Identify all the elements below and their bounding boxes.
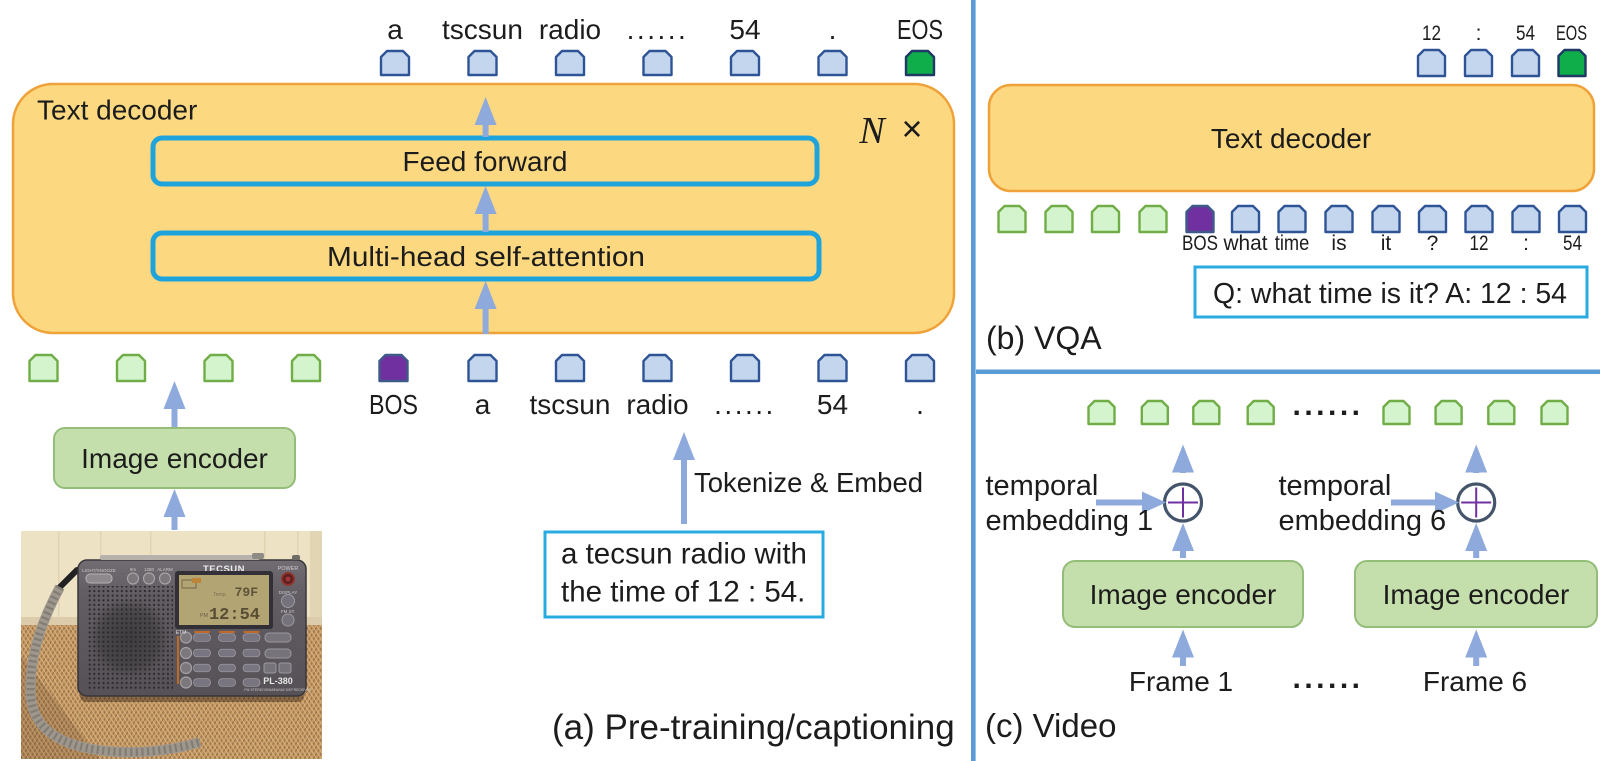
svg-text:a tecsun radio with: a tecsun radio with	[561, 538, 807, 571]
svg-text:12: 12	[1422, 22, 1441, 45]
svg-text:EOS: EOS	[1556, 22, 1587, 45]
svg-text:time: time	[1275, 232, 1310, 255]
svg-text:a: a	[475, 389, 491, 420]
svg-text:?: ?	[1427, 232, 1439, 255]
svg-text:is: is	[1331, 232, 1346, 255]
svg-text:POWER: POWER	[278, 566, 299, 572]
svg-text:DISPLAY: DISPLAY	[279, 590, 298, 595]
svg-text:TECSUN: TECSUN	[203, 564, 245, 575]
svg-text:PM: PM	[200, 613, 209, 619]
svg-text:temporal: temporal	[986, 470, 1099, 502]
svg-text:Image encoder: Image encoder	[1383, 579, 1570, 610]
svg-text:54: 54	[729, 14, 760, 45]
svg-text:54: 54	[817, 389, 848, 420]
svg-text:9m: 9m	[130, 567, 137, 572]
svg-text:BOS: BOS	[1182, 232, 1218, 255]
svg-text:......: ......	[1292, 662, 1363, 695]
svg-text:54: 54	[1563, 232, 1582, 255]
svg-text:EOS: EOS	[897, 14, 943, 45]
svg-text:temporal: temporal	[1279, 470, 1392, 502]
svg-text:radio: radio	[626, 389, 688, 420]
svg-text:the time of 12 : 54.: the time of 12 : 54.	[561, 576, 805, 609]
svg-text:PL-380: PL-380	[263, 676, 293, 686]
svg-text:it: it	[1381, 232, 1392, 255]
svg-text:ETM: ETM	[176, 630, 187, 636]
svg-text:Image encoder: Image encoder	[81, 443, 268, 474]
svg-text:......: ......	[1292, 389, 1363, 422]
svg-text:12: 12	[1470, 232, 1489, 255]
svg-text::: :	[1523, 232, 1529, 255]
svg-text:Text decoder: Text decoder	[1211, 123, 1371, 154]
svg-text:Multi-head self-attention: Multi-head self-attention	[327, 241, 645, 272]
svg-text:N: N	[858, 110, 887, 152]
svg-text:what: what	[1223, 232, 1268, 255]
svg-text:Temp.: Temp.	[213, 592, 227, 598]
svg-text:(c) Video: (c) Video	[985, 707, 1116, 744]
svg-text:FM ST.: FM ST.	[281, 609, 295, 614]
svg-text:79F: 79F	[235, 585, 259, 600]
svg-text::: :	[1476, 22, 1482, 45]
svg-text:1280: 1280	[144, 567, 155, 572]
svg-text:54: 54	[1516, 22, 1535, 45]
svg-text:......: ......	[714, 389, 776, 420]
svg-text:(a) Pre-training/captioning: (a) Pre-training/captioning	[552, 708, 955, 747]
svg-text:tscsun: tscsun	[442, 14, 523, 45]
svg-text:Frame 1: Frame 1	[1129, 666, 1233, 697]
svg-text:Text decoder: Text decoder	[37, 95, 197, 126]
svg-text:.: .	[916, 389, 924, 420]
svg-text:BOS: BOS	[369, 389, 418, 420]
svg-text:12:54: 12:54	[209, 606, 260, 625]
svg-text:Tokenize & Embed: Tokenize & Embed	[694, 467, 923, 498]
svg-text:Feed forward: Feed forward	[403, 146, 568, 177]
svg-text:Image encoder: Image encoder	[1090, 579, 1277, 610]
svg-text:Frame 6: Frame 6	[1423, 666, 1527, 697]
svg-text:FM STEREO/SW/MW/LW DSP RECEIVE: FM STEREO/SW/MW/LW DSP RECEIVER	[244, 688, 312, 692]
svg-text:embedding 6: embedding 6	[1279, 505, 1447, 537]
svg-text:.: .	[829, 14, 837, 45]
svg-text:a: a	[387, 14, 403, 45]
svg-text:ALARM: ALARM	[157, 567, 173, 572]
svg-text:radio: radio	[539, 14, 601, 45]
svg-text:Q: what time is it? A: 12 : 54: Q: what time is it? A: 12 : 54	[1213, 278, 1567, 310]
svg-text:LIGHT/SNOOZE: LIGHT/SNOOZE	[82, 568, 116, 573]
svg-text:......: ......	[627, 14, 689, 45]
svg-text:tscsun: tscsun	[530, 389, 611, 420]
svg-text:embedding 1: embedding 1	[986, 505, 1154, 537]
svg-text:(b) VQA: (b) VQA	[986, 320, 1102, 356]
svg-text:×: ×	[901, 108, 922, 149]
